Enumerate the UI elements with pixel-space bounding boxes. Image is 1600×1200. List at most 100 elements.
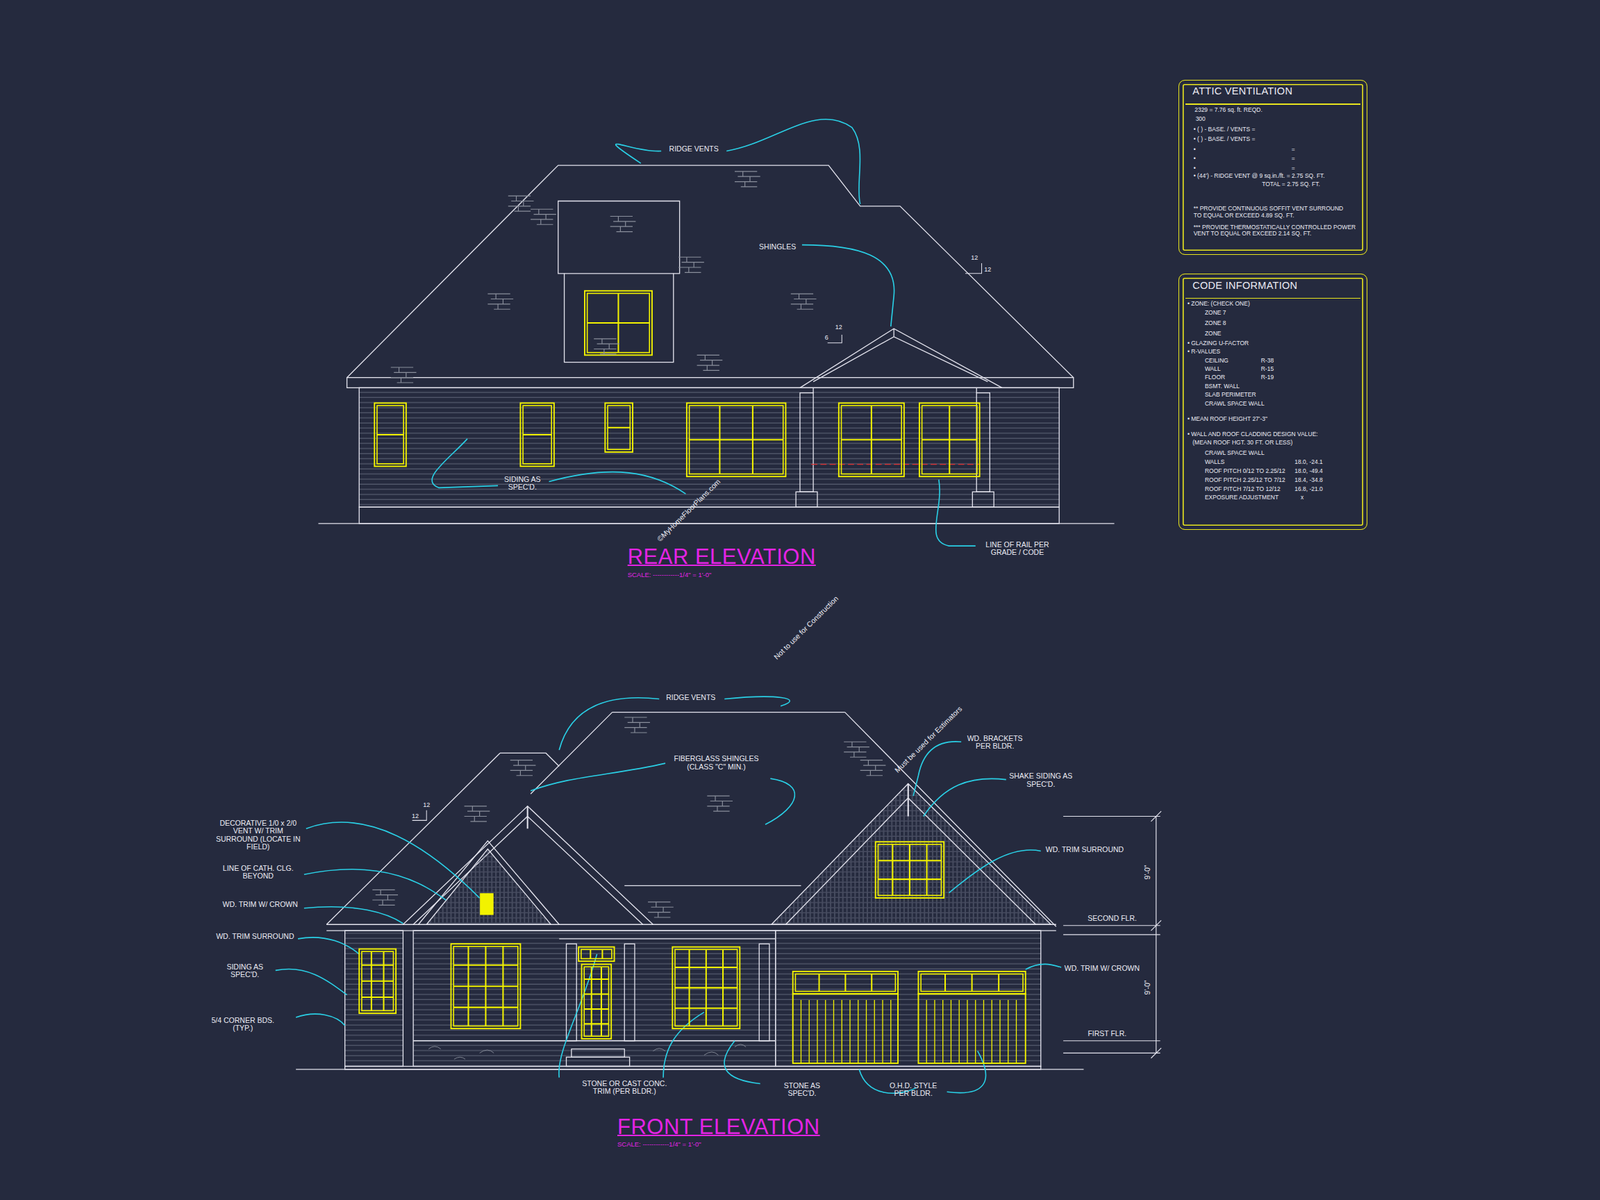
- pitch-number: 12: [411, 813, 419, 821]
- drawing-line: [624, 885, 801, 887]
- drawing-line: [785, 797, 1036, 925]
- drawing-line: [918, 993, 1025, 1064]
- drawing-line: [926, 1000, 928, 1064]
- shingle-symbol: [697, 354, 723, 371]
- table-text: R-15: [1261, 365, 1274, 373]
- callout-label: WD. TRIM W/ CROWN: [1064, 964, 1140, 973]
- window: [793, 971, 898, 994]
- drawing-line: [675, 986, 738, 989]
- window: [578, 947, 614, 962]
- drawing-line: [584, 978, 609, 980]
- drawing-line: [590, 966, 593, 1037]
- shingle-symbol: [593, 338, 620, 355]
- drawing-line: [559, 954, 598, 1078]
- view-title: REAR ELEVATION: [627, 545, 816, 569]
- callout-label: SECOND FLR.: [1087, 914, 1137, 923]
- drawing-line: [584, 1008, 609, 1010]
- table-text: =: [1291, 146, 1296, 153]
- drawing-line: [413, 930, 776, 1066]
- table-text: • (44') - RIDGE VENT @ 9 sq.in./ft. = 2.…: [1193, 172, 1325, 180]
- drawing-line: [453, 985, 519, 987]
- shingle-symbols: [372, 171, 886, 918]
- drawing-line: [833, 1000, 835, 1064]
- drawing-line: [844, 974, 846, 992]
- drawing-line: [558, 200, 680, 273]
- drawing-line: [724, 1040, 761, 1085]
- table-text: CRAWL SPACE WALL: [1204, 450, 1265, 457]
- drawing-line: [877, 844, 941, 896]
- drawing-line: [530, 712, 1057, 928]
- table-text: ** PROVIDE CONTINUOUS SOFFIT VENT SURROU…: [1193, 205, 1353, 219]
- drawing-line: [966, 1000, 968, 1064]
- callout-label: WD. TRIM W/ CROWN: [222, 900, 298, 909]
- drawing-line: [601, 949, 603, 959]
- drawing-line: [875, 841, 944, 898]
- drawing-line: [326, 924, 1057, 931]
- drawing-line: [306, 822, 480, 898]
- scale-note: SCALE: ------------1/4" = 1'-0": [617, 1140, 702, 1148]
- drawing-line: [813, 387, 977, 393]
- drawing-line: [549, 472, 687, 495]
- window: [672, 947, 740, 1030]
- callout-label: SHAKE SIDING AS SPEC'D.: [1009, 772, 1073, 789]
- drawing-line: [809, 1000, 810, 1064]
- title-rule: [1185, 297, 1361, 299]
- window: [604, 402, 633, 453]
- table-text: • R-VALUES: [1187, 348, 1221, 355]
- drawing-line: [775, 930, 1041, 1066]
- shingle-symbol: [624, 717, 650, 733]
- table-text: ZONE: [1204, 330, 1222, 337]
- drawing-line: [1007, 1000, 1009, 1064]
- table-text: ROOF PITCH 2.25/12 TO 7/12: [1204, 477, 1286, 484]
- drawing-line: [530, 763, 666, 791]
- table-text: R-38: [1261, 357, 1274, 364]
- shingle-symbol: [390, 367, 417, 383]
- drawing-line: [453, 1006, 519, 1009]
- drawing-line: [936, 479, 976, 547]
- callout-label: O.H.D. STYLE PER BLDR.: [885, 1081, 942, 1098]
- table-text: 16.8, -21.0: [1294, 486, 1323, 493]
- drawing-line: [361, 980, 394, 982]
- drawing-line: [377, 434, 404, 436]
- drawing-line: [795, 491, 818, 507]
- table-text: •: [1193, 146, 1196, 153]
- drawing-line: [689, 405, 784, 474]
- drawing-line: [480, 893, 494, 914]
- drawing-line: [793, 993, 898, 1064]
- table-text: *** PROVIDE THERMOSTATICALLY CONTROLLED …: [1193, 224, 1357, 238]
- window: [450, 943, 521, 1029]
- drawing-line: [800, 1000, 802, 1064]
- drawing-line: [923, 778, 1007, 816]
- callout-label: SIDING AS SPEC'D.: [222, 963, 268, 980]
- drawing-line: [926, 844, 928, 896]
- callout-label: Not to use for Construction: [772, 594, 840, 662]
- view-title: FRONT ELEVATION: [617, 1115, 821, 1139]
- drawing-line: [297, 937, 360, 955]
- drawing-line: [571, 1049, 625, 1058]
- table-text: • ( ) - BASE. / VENTS =: [1193, 126, 1256, 133]
- callout-label: Must be used for Estimators: [893, 704, 964, 775]
- drawing-line: [587, 322, 650, 324]
- drawing-line: [771, 783, 1052, 925]
- callout-label: FIRST FLR.: [1087, 1029, 1127, 1038]
- table-text: BSMT. WALL: [1204, 383, 1240, 390]
- drawing-line: [522, 405, 552, 464]
- drawing-line: [689, 438, 784, 441]
- drawing-line: [453, 946, 519, 1027]
- callout-label: STONE OR CAST CONC. TRIM (PER BLDR.): [575, 1079, 673, 1096]
- table-title: ATTIC VENTILATION: [1192, 86, 1293, 98]
- drawing-line: [950, 1000, 952, 1064]
- drawing-line: [793, 971, 898, 994]
- drawing-line: [672, 947, 740, 1030]
- callout-label: 5/4 CORNER BDS. (TYP.): [206, 1016, 279, 1033]
- title-rule: [1185, 103, 1361, 105]
- callout-label: WD. BRACKETS PER BLDR.: [963, 734, 1027, 751]
- drawing-line: [566, 1056, 630, 1066]
- drawing-line: [874, 1000, 875, 1064]
- drawing-line: [1025, 963, 1062, 970]
- window: [520, 402, 554, 466]
- table-text: 18.0, -24.1: [1294, 459, 1323, 466]
- callout-label: STONE AS SPEC'D.: [776, 1081, 828, 1098]
- drawing-line: [607, 427, 630, 429]
- callout-label: SHINGLES: [759, 243, 796, 251]
